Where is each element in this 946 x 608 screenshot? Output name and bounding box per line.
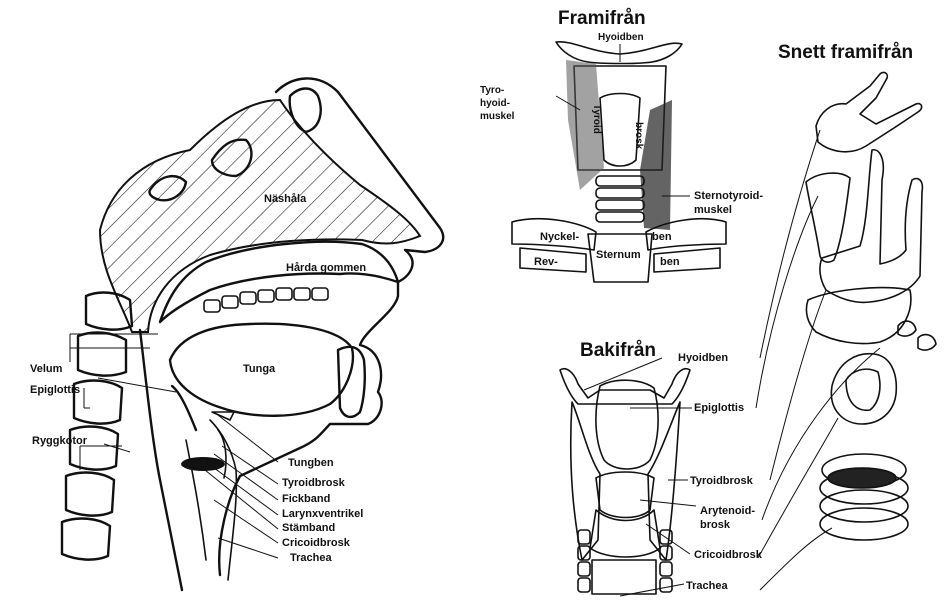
oblique-leaders (756, 130, 880, 590)
front-sternotyroid-muscle (640, 100, 672, 230)
oblique-hyoid (816, 72, 922, 151)
back-label-tyroidbrosk: Tyroidbrosk (690, 475, 754, 487)
label-cricoidbrosk-sag: Cricoidbrosk (282, 537, 351, 549)
back-label-cricoidbrosk: Cricoidbrosk (694, 549, 763, 561)
front-label-sternum: Sternum (596, 249, 641, 261)
label-tunga: Tunga (243, 363, 276, 375)
oblique-arytenoid-2 (918, 335, 936, 350)
front-trachea (596, 176, 644, 222)
front-label-tyro-2: hyoid- (480, 98, 510, 109)
oblique-title: Snett framifrån (778, 42, 913, 63)
back-label-trachea: Trachea (686, 580, 728, 592)
back-title: Bakifrån (580, 340, 656, 361)
back-view (560, 369, 690, 594)
label-tyroidbrosk-sag: Tyroidbrosk (282, 477, 346, 489)
front-label-hyoidben: Hyoidben (598, 32, 644, 43)
label-larynxventrikel: Larynxventrikel (282, 508, 363, 520)
front-view (512, 42, 726, 282)
front-title: Framifrån (558, 8, 646, 29)
oblique-view (806, 72, 936, 540)
jaw (338, 347, 365, 417)
front-label-sternotyroid: Sternotyroid- (694, 190, 763, 202)
label-trachea-sag: Trachea (290, 552, 332, 564)
oblique-trachea (820, 454, 908, 540)
vertebrae (62, 293, 132, 560)
back-epiglottis (596, 380, 658, 469)
oblique-cricoid (831, 354, 896, 424)
back-label-arytenoid-2: brosk (700, 519, 731, 531)
label-ryggkotor: Ryggkotor (32, 435, 88, 447)
front-label-ben-2: ben (660, 256, 680, 268)
label-harda-gommen: Hårda gommen (286, 262, 366, 274)
tyroid-cartilage-sag (218, 430, 226, 478)
label-epiglottis-sag: Epiglottis (30, 384, 80, 396)
larynx-front (210, 420, 236, 580)
back-label-arytenoid-1: Arytenoid- (700, 505, 755, 517)
front-label-tyro-3: muskel (480, 111, 515, 122)
front-label-rev: Rev- (534, 256, 558, 268)
back-arytenoid (596, 472, 654, 518)
front-label-ben-1: ben (652, 231, 672, 243)
front-label-brosk-vertical: brosk (633, 122, 644, 150)
label-velum: Velum (30, 363, 63, 375)
label-fickband: Fickband (282, 493, 330, 505)
front-label-nyckel: Nyckel- (540, 231, 579, 243)
front-label-muskel: muskel (694, 204, 732, 216)
front-label-tyroid-vertical: Tyroid (591, 104, 602, 134)
front-hyoid (556, 42, 682, 64)
epiglottis-shape (172, 386, 196, 430)
back-hyoid (560, 369, 690, 404)
label-tungben: Tungben (288, 457, 334, 469)
oblique-epiglottis (806, 173, 850, 262)
back-label-hyoidben: Hyoidben (678, 352, 728, 364)
oblique-cricoid-inner (846, 369, 880, 410)
label-stamband: Stämband (282, 522, 335, 534)
pharynx-wall (140, 330, 182, 590)
front-label-tyro-1: Tyro- (480, 85, 504, 96)
back-label-epiglottis: Epiglottis (694, 402, 744, 414)
upper-teeth (204, 288, 328, 312)
label-nashala: Näshåla (264, 193, 307, 205)
